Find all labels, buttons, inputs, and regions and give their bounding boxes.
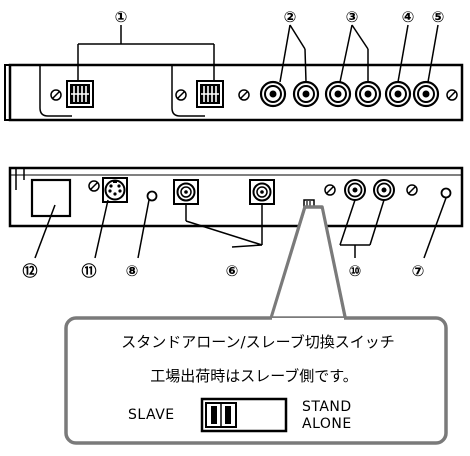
callout-6: ⑥ xyxy=(226,262,239,280)
callout-11: ⑪ xyxy=(81,262,96,280)
callout-5: ⑤ xyxy=(432,8,445,26)
multipin-connector-icon xyxy=(66,80,94,108)
top-tab-outline-1 xyxy=(39,66,72,117)
rca-jack-icon xyxy=(324,80,352,108)
screw-icon xyxy=(406,184,418,196)
callout-7: ⑦ xyxy=(412,262,425,280)
hole-icon xyxy=(440,187,452,199)
rca-jack-icon xyxy=(373,179,395,201)
bottom-leader-lines xyxy=(34,197,447,259)
top-tab-outline-2 xyxy=(171,66,205,117)
callout-2: ② xyxy=(284,8,297,26)
top-leader-lines xyxy=(77,24,439,83)
switch-label-slave: SLAVE xyxy=(128,407,175,423)
switch-graphic xyxy=(200,397,288,433)
note-line-2: 工場出荷時はスレーブ側です。 xyxy=(150,367,358,385)
screw-icon xyxy=(50,89,62,101)
callout-join xyxy=(272,318,344,322)
power-inlet-icon xyxy=(30,178,72,218)
rca-jack-icon xyxy=(259,80,287,108)
note-line-1: スタンドアローン/スレーブ切換スイッチ xyxy=(121,333,394,351)
rca-jack-icon xyxy=(292,80,320,108)
screw-icon xyxy=(238,89,250,101)
callout-3: ③ xyxy=(346,8,359,26)
callout-box xyxy=(64,316,448,445)
switch-label-stand: STAND xyxy=(302,399,352,415)
hole-icon xyxy=(146,190,158,202)
callout-1: ① xyxy=(115,8,128,26)
screw-icon xyxy=(324,184,336,196)
callout-10: ⑩ xyxy=(349,262,362,280)
screw-icon xyxy=(446,89,458,101)
rca-jack-icon xyxy=(384,80,412,108)
rca-jack-icon xyxy=(412,80,440,108)
rca-jack-icon xyxy=(354,80,382,108)
bnc-connector-icon xyxy=(173,179,199,205)
callout-4: ④ xyxy=(402,8,415,26)
callout-pointer-fill xyxy=(272,209,344,320)
din-connector-icon xyxy=(102,177,128,203)
screw-icon xyxy=(88,180,100,192)
switch-label-alone: ALONE xyxy=(302,416,352,432)
screw-icon xyxy=(175,89,187,101)
bnc-connector-icon xyxy=(249,179,275,205)
callout-8: ⑧ xyxy=(126,262,139,280)
bottom-panel xyxy=(8,166,464,228)
rca-jack-icon xyxy=(344,179,366,201)
bottom-panel-body xyxy=(8,166,464,228)
multipin-connector-icon xyxy=(196,80,224,108)
top-panel xyxy=(4,63,464,122)
switch-note-callout: スタンドアローン/スレーブ切換スイッチ 工場出荷時はスレーブ側です。 SLAVE… xyxy=(64,205,448,445)
callout-12: ⑫ xyxy=(22,262,37,280)
